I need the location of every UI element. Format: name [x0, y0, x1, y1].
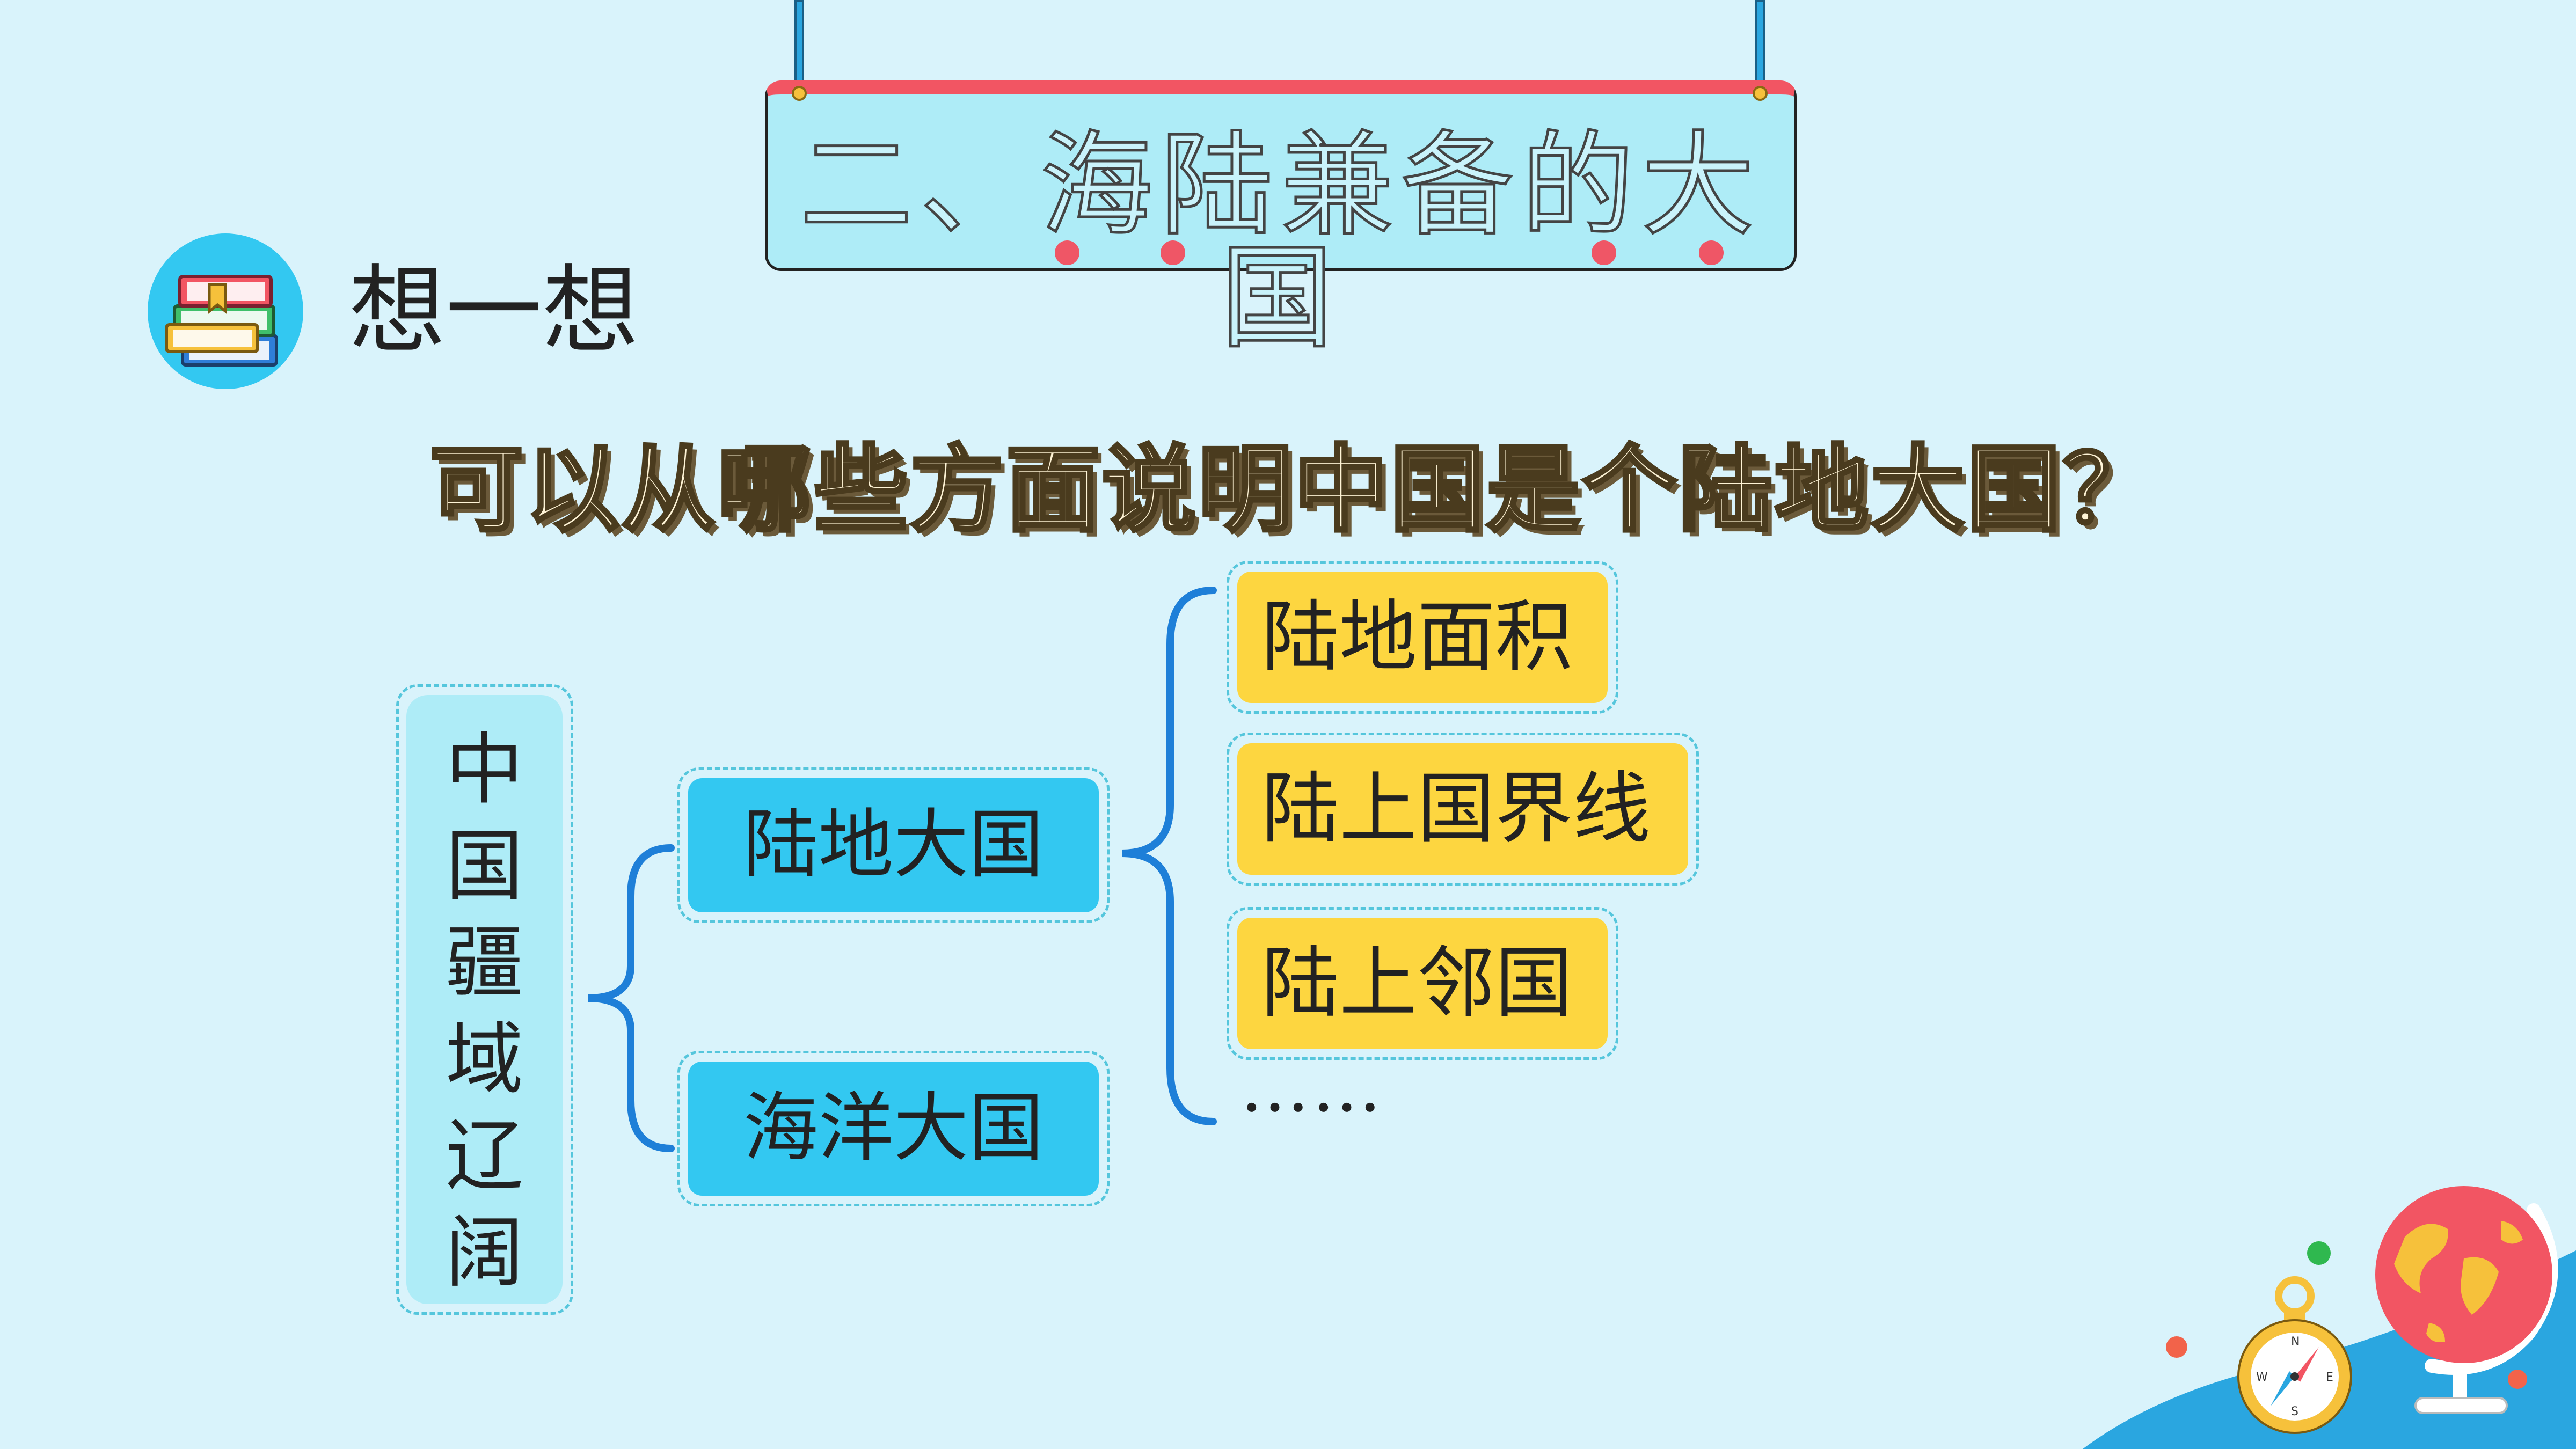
globe-icon — [2375, 1186, 2558, 1414]
section-title-sign: 二、海陆兼备的大国 — [765, 80, 1797, 356]
emphasis-dot — [1699, 240, 1724, 265]
sign-rope-left — [794, 0, 804, 90]
question-text: 可以从哪些方面说明中国是个陆地大国？ — [428, 435, 2159, 545]
emphasis-dot — [1161, 240, 1185, 265]
emphasis-dot — [1055, 240, 1079, 265]
aspect-2-outline — [1227, 733, 1699, 885]
branch-land-outline — [677, 767, 1110, 923]
root-box: 中 国 疆 域 辽 阔 — [406, 695, 563, 1304]
emphasis-dot — [1592, 240, 1616, 265]
aspect-border-line-label: 陆上国界线 — [1261, 764, 1651, 854]
branch-sea-label: 海洋大国 — [743, 1085, 1044, 1172]
more-ellipsis: …… — [1240, 1046, 1384, 1128]
sign-knob-right — [1753, 86, 1768, 101]
compass-icon: N S W E — [2237, 1276, 2352, 1434]
svg-text:S: S — [2291, 1405, 2298, 1418]
root-text: 中 国 疆 域 辽 阔 — [446, 724, 523, 1298]
svg-text:E: E — [2326, 1371, 2333, 1384]
aspect-3-outline — [1227, 907, 1618, 1060]
branch-sea-outline — [677, 1051, 1110, 1206]
sign-knob-left — [792, 86, 807, 101]
section-title: 二、海陆兼备的大国 — [798, 120, 1762, 364]
branch-sea: 海洋大国 — [688, 1062, 1099, 1196]
brace-land — [1121, 587, 1217, 1125]
branch-land-label: 陆地大国 — [743, 801, 1044, 889]
root-box-outline — [396, 684, 573, 1315]
aspect-border-line: 陆上国界线 — [1237, 743, 1688, 875]
aspect-land-area: 陆地面积 — [1237, 572, 1608, 703]
branch-land: 陆地大国 — [688, 778, 1099, 912]
brace-root — [587, 844, 675, 1152]
aspect-1-outline — [1227, 561, 1618, 714]
books-icon — [148, 233, 303, 389]
svg-text:N: N — [2291, 1335, 2300, 1349]
sign-rope-right — [1755, 0, 1765, 90]
aspect-neighbors-label: 陆上邻国 — [1261, 938, 1573, 1029]
aspect-land-area-label: 陆地面积 — [1261, 592, 1573, 683]
think-label: 想一想 — [349, 255, 639, 367]
svg-text:W: W — [2256, 1371, 2268, 1384]
aspect-neighbors: 陆上邻国 — [1237, 918, 1608, 1049]
